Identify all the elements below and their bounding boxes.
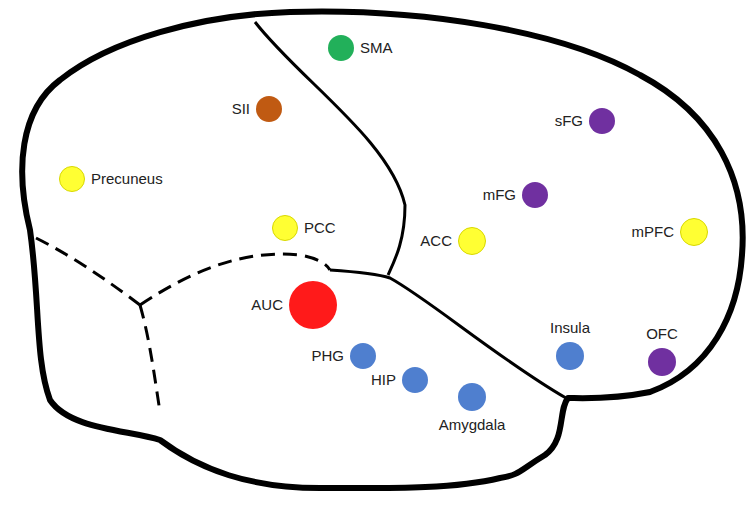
region-label: SMA xyxy=(360,40,393,57)
region-dot xyxy=(556,342,584,370)
region-dot xyxy=(402,367,428,393)
region-marker: OFC xyxy=(648,348,676,376)
region-label: sFG xyxy=(555,113,583,130)
region-dot xyxy=(589,108,615,134)
region-dot xyxy=(648,348,676,376)
region-marker: Precuneus xyxy=(59,166,85,192)
region-dot xyxy=(256,96,282,122)
region-marker: HIP xyxy=(402,367,428,393)
region-marker: AUC xyxy=(289,281,337,329)
region-marker: ACC xyxy=(458,227,486,255)
region-dot xyxy=(458,227,486,255)
region-marker: PHG xyxy=(350,343,376,369)
region-marker: mPFC xyxy=(680,218,708,246)
region-dot xyxy=(522,182,548,208)
region-dot xyxy=(350,343,376,369)
region-marker: mFG xyxy=(522,182,548,208)
region-dot xyxy=(328,35,354,61)
region-marker: SII xyxy=(256,96,282,122)
region-marker: PCC xyxy=(272,215,298,241)
region-marker: Amygdala xyxy=(458,383,486,411)
region-dot xyxy=(272,215,298,241)
region-label: mFG xyxy=(483,187,516,204)
region-label: mPFC xyxy=(632,224,675,241)
region-label: SII xyxy=(232,101,250,118)
region-label: PCC xyxy=(304,220,336,237)
region-dot xyxy=(59,166,85,192)
region-label: OFC xyxy=(646,326,678,343)
region-label: PHG xyxy=(311,348,344,365)
region-marker: sFG xyxy=(589,108,615,134)
region-label: Precuneus xyxy=(91,171,163,188)
region-dot xyxy=(458,383,486,411)
region-label: AUC xyxy=(251,297,283,314)
region-dot xyxy=(289,281,337,329)
region-label: Amygdala xyxy=(439,417,506,434)
region-label: HIP xyxy=(371,372,396,389)
region-dot xyxy=(680,218,708,246)
region-marker: SMA xyxy=(328,35,354,61)
region-label: Insula xyxy=(550,320,590,337)
region-marker: Insula xyxy=(556,342,584,370)
region-label: ACC xyxy=(420,233,452,250)
